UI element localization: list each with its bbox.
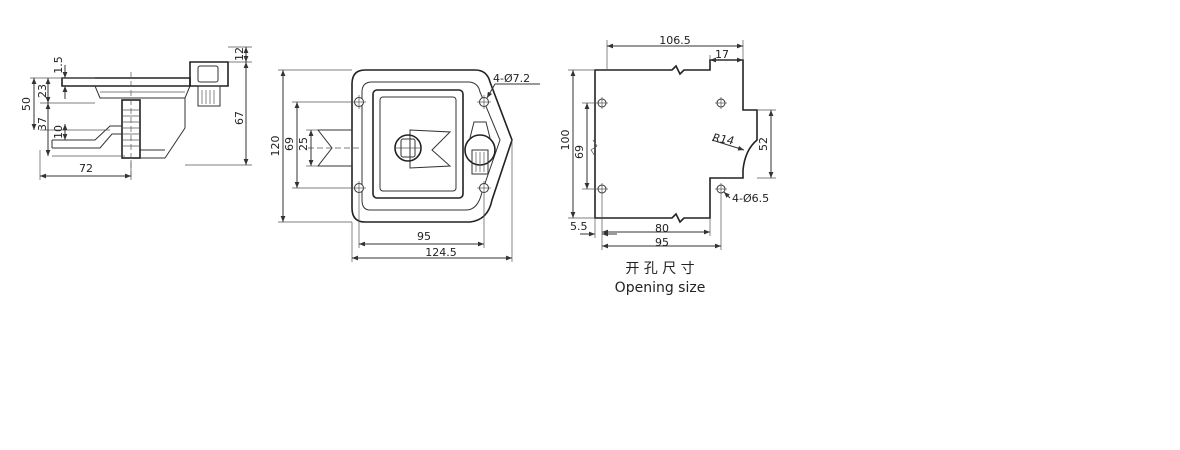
side-flange [61, 77, 191, 87]
front-hole-callout: 4-Ø7.2 [493, 72, 530, 85]
side-lock-cylinder [189, 61, 229, 87]
caption-english: Opening size [615, 280, 706, 296]
dim-67: 67 [233, 111, 246, 125]
dim-10: 10 [52, 125, 65, 139]
dim-17: 17 [715, 48, 729, 61]
opening-hole-callout: 4-Ø6.5 [732, 192, 769, 205]
front-recess [372, 89, 464, 199]
dim-r14: R14 [711, 131, 735, 148]
dim-5-5: 5.5 [570, 220, 588, 233]
caption-chinese: 开 孔 尺 寸 [625, 261, 694, 277]
side-bracket [135, 97, 186, 159]
dim-106-5: 106.5 [659, 34, 691, 47]
dim-80: 80 [655, 222, 669, 235]
dim-52: 52 [757, 137, 770, 151]
dim-95-opening: 95 [655, 236, 669, 249]
side-latch-bar [52, 125, 122, 149]
front-handle [409, 129, 452, 169]
side-tray [94, 85, 191, 99]
dim-120: 120 [269, 136, 282, 157]
dim-124-5: 124.5 [425, 246, 457, 259]
opening-outline [594, 59, 758, 224]
front-latch-tongue [316, 129, 353, 167]
front-flange-outline [351, 69, 513, 223]
dim-69-opening: 69 [573, 145, 586, 159]
opening-view: 106.5 17 100 69 R14 52 4-Ø6.5 5.5 [559, 34, 776, 296]
dim-100: 100 [559, 130, 572, 151]
front-view: 4-Ø7.2 120 69 25 95 124.5 [269, 69, 540, 262]
dim-69-front: 69 [283, 137, 296, 151]
dim-37: 37 [36, 117, 49, 131]
side-view: 1.5 23 50 37 10 72 12 67 [20, 46, 252, 180]
dim-12: 12 [233, 47, 246, 61]
dim-95-front: 95 [417, 230, 431, 243]
dim-72: 72 [79, 162, 93, 175]
dim-23: 23 [36, 84, 49, 98]
dim-25: 25 [297, 137, 310, 151]
dim-1-5: 1.5 [52, 56, 65, 74]
dim-50: 50 [20, 97, 33, 111]
